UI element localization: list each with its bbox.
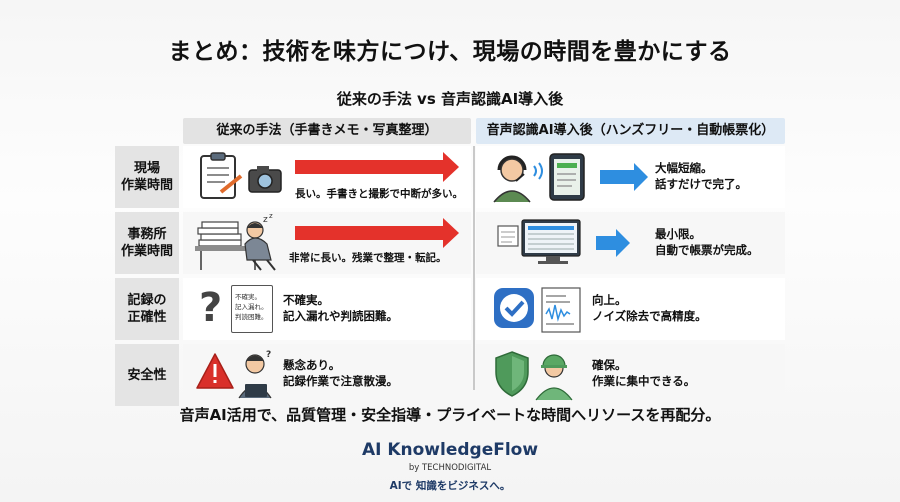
traditional-cell: z z 非常に長い。残業で整理・転記。: [183, 212, 471, 274]
row-label: 安全性: [115, 344, 179, 406]
shield-helmet-worker-icon: [495, 351, 573, 401]
clipboard-pen-camera-icon: [200, 152, 282, 199]
column-header-ai: 音声認識AI導入後（ハンズフリー・自動帳票化）: [476, 118, 785, 144]
auto-form-monitor-icon: [497, 219, 581, 264]
column-divider: [473, 146, 475, 390]
summary-statement: 音声AI活用で、品質管理・安全指導・プライベートな時間へリソースを再配分。: [179, 406, 721, 424]
row-label: 現場 作業時間: [115, 146, 179, 208]
traditional-cell: ? 不確実。 記入漏れ。 判読困難。 不確実。 記入漏れや判読困難。: [183, 278, 471, 340]
comparison-row-field-time: 現場 作業時間 長い。手書きと撮影で中断が多い。: [115, 146, 785, 208]
traditional-text: 長い。手書きと撮影で中断が多い。: [295, 188, 463, 200]
brand-byline: by TECHNODIGITAL: [408, 463, 492, 473]
warning-distracted-worker-icon: ?: [196, 350, 272, 399]
ai-text: 確保。 作業に集中できる。: [592, 358, 696, 388]
headset-worker-tablet-icon: [493, 153, 585, 203]
comparison-row-accuracy: 記録の 正確性 ? 不確実。 記入漏れ。 判読困難。 不確実。 記入漏れや判読困…: [115, 278, 785, 340]
ai-cell: 大幅短縮。 話すだけで完了。: [476, 146, 785, 208]
traditional-cell: 長い。手書きと撮影で中断が多い。: [183, 146, 471, 208]
improvement-arrow: [600, 163, 648, 191]
ai-cell: 確保。 作業に集中できる。: [476, 344, 785, 406]
handwritten-document-icon: 不確実。 記入漏れ。 判読困難。: [231, 285, 273, 333]
overworked-office-worker-icon: z z: [195, 214, 276, 271]
comparison-row-office-time: 事務所 作業時間 z z 非常に長い。残業で整理・転記。: [115, 212, 785, 274]
ai-text: 大幅短縮。 話すだけで完了。: [655, 161, 747, 191]
row-label: 記録の 正確性: [115, 278, 179, 340]
brand-tagline: AIで 知識をビジネスへ。: [389, 480, 511, 492]
comparison-subtitle: 従来の手法 vs 音声認識AI導入後: [336, 90, 564, 108]
ai-text: 向上。 ノイズ除去で高精度。: [592, 293, 707, 323]
traditional-text: 不確実。 記入漏れや判読困難。: [283, 293, 398, 323]
checkmark-waveform-document-icon: [494, 287, 581, 333]
traditional-text: 非常に長い。残業で整理・転記。: [289, 252, 447, 264]
improvement-arrow: [596, 229, 630, 257]
svg-text:?: ?: [266, 350, 271, 360]
comparison-row-safety: 安全性 ? 懸念あり。 記録作業で注意散漫。: [115, 344, 785, 406]
ai-text: 最小限。 自動で帳票が完成。: [655, 227, 759, 257]
ai-cell: 向上。 ノイズ除去で高精度。: [476, 278, 785, 340]
svg-text:z: z: [269, 214, 273, 220]
long-time-arrow: [295, 152, 459, 182]
doc-line: 判読困難。: [235, 313, 268, 321]
ai-cell: 最小限。 自動で帳票が完成。: [476, 212, 785, 274]
very-long-time-arrow: [295, 218, 459, 248]
svg-text:z: z: [263, 215, 268, 225]
brand-logo: AI KnowledgeFlow: [361, 440, 539, 460]
doc-line: 記入漏れ。: [235, 303, 268, 311]
traditional-text: 懸念あり。 記録作業で注意散漫。: [283, 358, 398, 388]
page-title: まとめ：技術を味方につけ、現場の時間を豊かにする: [168, 39, 732, 65]
traditional-cell: ? 懸念あり。 記録作業で注意散漫。: [183, 344, 471, 406]
doc-line: 不確実。: [235, 293, 261, 301]
column-header-traditional: 従来の手法（手書きメモ・写真整理）: [183, 118, 471, 144]
row-label: 事務所 作業時間: [115, 212, 179, 274]
question-mark-icon: ?: [199, 285, 223, 331]
